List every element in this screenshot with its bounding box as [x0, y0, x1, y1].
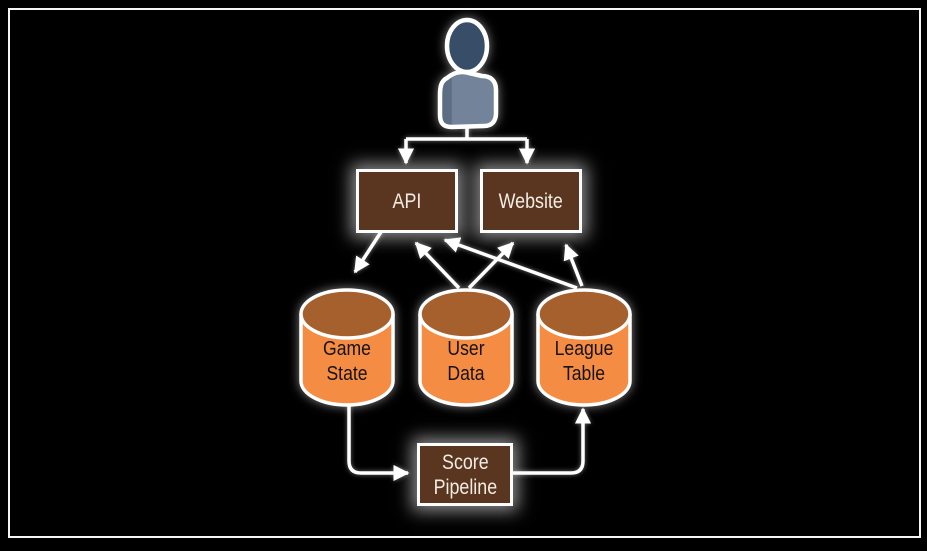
node-api: API [356, 169, 458, 233]
node-api-label: API [392, 189, 422, 213]
db-cylinder-top [418, 288, 514, 340]
db-cylinder-body [418, 314, 514, 407]
diagram-edges [347, 118, 592, 482]
db-cylinder-league-table [536, 288, 632, 407]
node-website-label: Website [498, 189, 564, 213]
db-cylinder-body [536, 314, 632, 407]
db-cylinder-user-data [418, 288, 514, 407]
db-cylinder-body [299, 314, 395, 407]
user-icon-head [444, 17, 490, 75]
edge-league-table-to-website [563, 243, 584, 287]
edge-score-pipeline-to-league-table [513, 407, 592, 475]
node-score-pipeline: Score Pipeline [417, 443, 513, 506]
edge-user-data-to-website [467, 241, 515, 290]
node-score-pipeline-label: Score Pipeline [433, 450, 497, 499]
edge-game-state-to-score-pipeline [347, 402, 410, 482]
db-cylinder-game-state [299, 288, 395, 407]
user-icon-torso [437, 69, 499, 130]
node-website: Website [480, 169, 582, 233]
edge-user-data-to-api [414, 241, 461, 290]
edge-api-to-game-state [353, 231, 383, 274]
user-icon [437, 17, 499, 130]
edge-league-table-to-api [443, 237, 578, 290]
db-cylinder-top [536, 288, 632, 340]
db-cylinder-top [299, 288, 395, 340]
